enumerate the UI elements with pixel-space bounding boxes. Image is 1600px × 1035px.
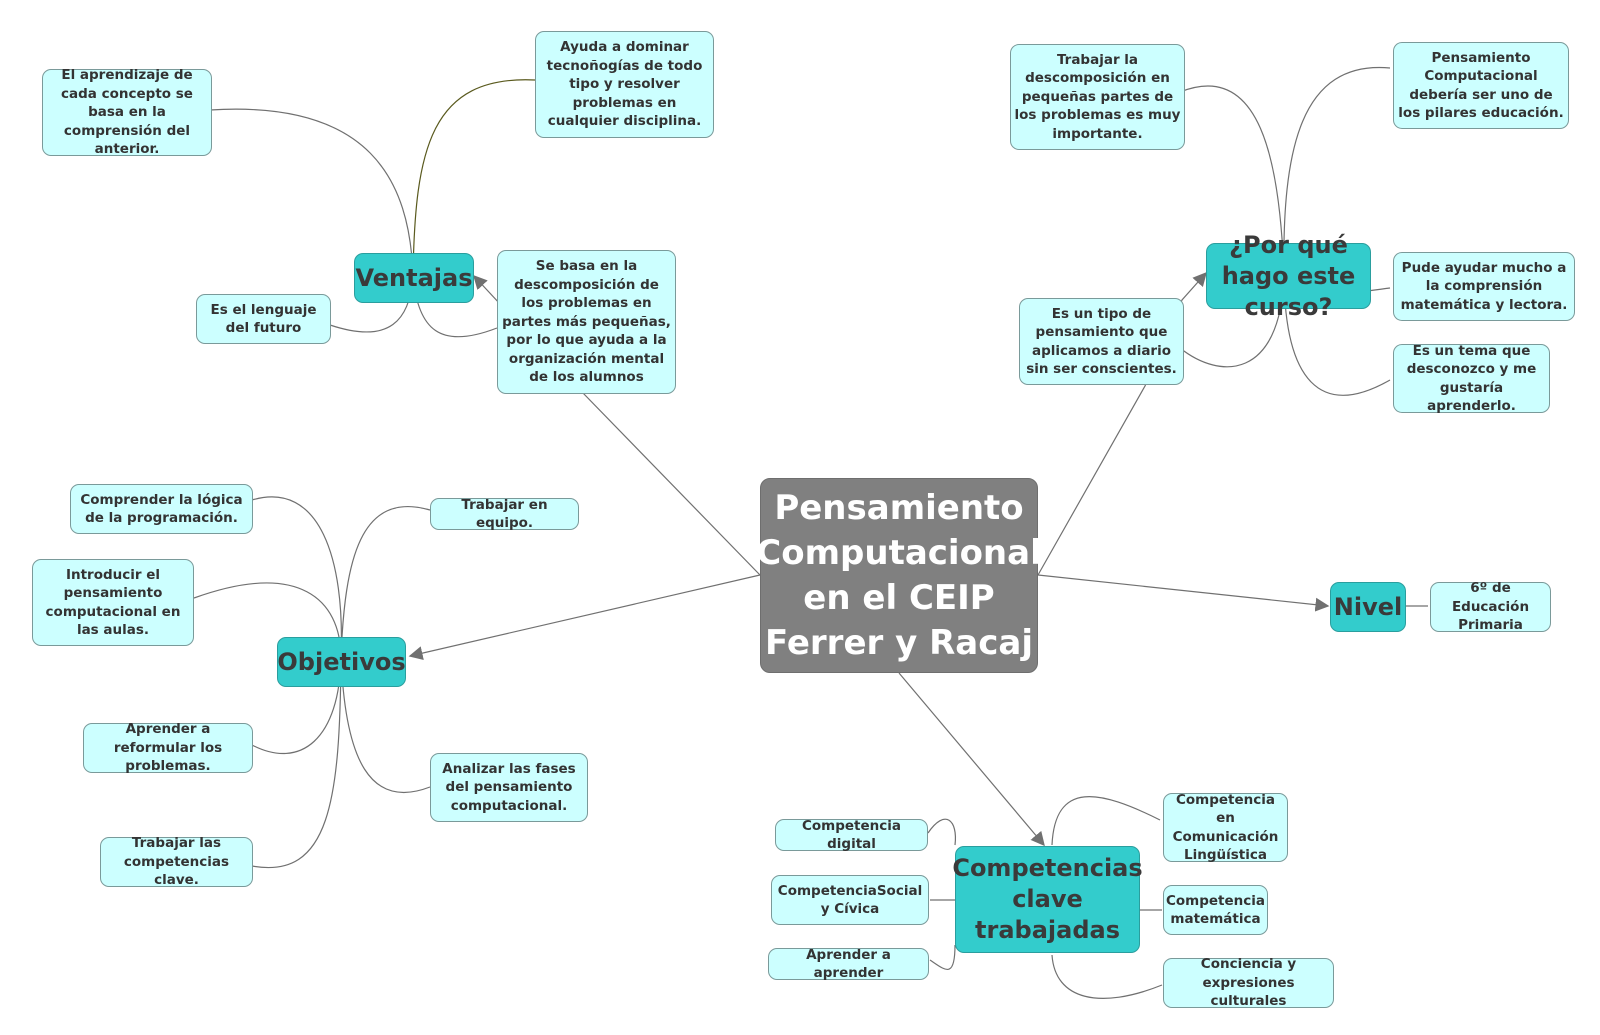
link-comp-digital <box>927 818 957 846</box>
link-porque-pilares <box>1283 66 1391 277</box>
competencias-item-comunicacion-text: Competencia en Comunicación Lingüística <box>1172 791 1279 864</box>
porque-item-pilares[interactable]: Pensamiento Computacional debería ser un… <box>1393 42 1569 129</box>
porque-item-trabajar[interactable]: Trabajar la descomposición en pequeñas p… <box>1010 44 1185 150</box>
ventajas-item-ayuda[interactable]: Ayuda a dominar tecnoñogías de todo tipo… <box>535 31 714 138</box>
competencias-item-digital-text: Competencia digital <box>801 817 902 853</box>
link-objetivos-equipo <box>340 505 431 657</box>
link-central-competencias <box>898 672 1045 847</box>
main-topic-ventajas[interactable]: Ventajas <box>354 253 474 303</box>
competencias-item-conciencia-text: Conciencia y expresiones culturales <box>1200 956 1297 1010</box>
main-topic-competencias[interactable]: Competencias clave trabajadas <box>952 846 1143 953</box>
ventajas-item-lenguaje-text: Es el lenguaje del futuro <box>210 301 317 337</box>
objetivos-item-logica[interactable]: Comprender la lógica de la programación. <box>70 484 253 534</box>
objetivos-item-trabajar[interactable]: Trabajar las competencias clave. <box>100 835 253 889</box>
link-porque-tipo <box>1179 275 1285 368</box>
link-comp-aprender <box>929 944 956 970</box>
ventajas-item-descomposicion[interactable]: Se basa en la descomposición de los prob… <box>497 250 676 394</box>
link-ventajas-ayuda <box>412 79 536 277</box>
competencias-title: Competencias clave trabajadas <box>952 854 1143 944</box>
competencias-item-digital[interactable]: Competencia digital <box>775 817 928 853</box>
competencias-item-social-text: CompetenciaSocial y Cívica <box>777 882 923 918</box>
central-topic[interactable]: Pensamiento Computacional en el CEIP Fer… <box>756 478 1042 673</box>
objetivos-item-equipo-text: Trabajar en equipo. <box>461 496 548 532</box>
main-topic-objetivos[interactable]: Objetivos <box>277 637 406 687</box>
objetivos-item-reformular-text: Aprender a reformular los problemas. <box>113 721 223 775</box>
objetivos-item-trabajar-text: Trabajar las competencias clave. <box>123 835 230 889</box>
ventajas-title: Ventajas <box>355 263 473 292</box>
porque-item-tipo-text: Es un tipo de pensamiento que aplicamos … <box>1026 305 1177 378</box>
link-porque-trabajar <box>1179 85 1285 277</box>
ventajas-item-descomposicion-text: Se basa en la descomposición de los prob… <box>502 258 671 386</box>
link-central-nivel <box>1037 574 1330 612</box>
competencias-item-social[interactable]: CompetenciaSocial y Cívica <box>771 875 929 925</box>
competencias-item-comunicacion[interactable]: Competencia en Comunicación Lingüística <box>1163 791 1288 864</box>
main-topic-porque[interactable]: ¿Por qué hago este curso? <box>1206 231 1371 321</box>
porque-item-tema[interactable]: Es un tema que desconozco y me gustaría … <box>1393 342 1550 415</box>
link-central-objetivos <box>408 574 761 660</box>
objetivos-title: Objetivos <box>277 647 406 676</box>
objetivos-item-equipo[interactable]: Trabajar en equipo. <box>430 496 579 532</box>
porque-item-comprension[interactable]: Pude ayudar mucho a la comprensión matem… <box>1393 252 1575 321</box>
porque-item-trabajar-text: Trabajar la descomposición en pequeñas p… <box>1014 51 1181 142</box>
nivel-title: Nivel <box>1333 592 1403 621</box>
link-objetivos-analizar <box>340 655 431 793</box>
main-topic-nivel[interactable]: Nivel <box>1330 582 1406 632</box>
objetivos-item-analizar[interactable]: Analizar las fases del pensamiento compu… <box>430 753 588 822</box>
competencias-item-matematica-text: Competencia matemática <box>1165 892 1266 928</box>
nivel-item-educacion-text: 6º de Educación Primaria <box>1451 580 1530 634</box>
link-porque-tema <box>1283 275 1391 396</box>
porque-title: ¿Por qué hago este curso? <box>1221 230 1356 321</box>
porque-item-tipo[interactable]: Es un tipo de pensamiento que aplicamos … <box>1019 298 1184 385</box>
link-comp-conciencia <box>1051 954 1163 999</box>
objetivos-item-introducir-text: Introducir el pensamiento computacional … <box>45 566 181 639</box>
objetivos-item-logica-text: Comprender la lógica de la programación. <box>80 491 243 527</box>
nivel-item-educacion[interactable]: 6º de Educación Primaria <box>1430 580 1551 634</box>
ventajas-item-lenguaje[interactable]: Es el lenguaje del futuro <box>196 294 331 344</box>
link-objetivos-logica <box>251 496 343 657</box>
link-ventajas-aprendizaje <box>209 108 414 277</box>
link-objetivos-introducir <box>193 582 342 657</box>
ventajas-item-ayuda-text: Ayuda a dominar tecnoñogías de todo tipo… <box>546 39 703 130</box>
link-comp-comunicacion <box>1051 796 1161 846</box>
competencias-item-matematica[interactable]: Competencia matemática <box>1163 885 1268 935</box>
competencias-item-aprender[interactable]: Aprender a aprender <box>768 946 929 982</box>
link-objetivos-trabajar <box>251 655 342 869</box>
porque-item-comprension-text: Pude ayudar mucho a la comprensión matem… <box>1400 259 1568 313</box>
competencias-item-aprender-text: Aprender a aprender <box>806 946 891 982</box>
objetivos-item-introducir[interactable]: Introducir el pensamiento computacional … <box>32 559 194 646</box>
central-topic-text: Pensamiento Computacional en el CEIP Fer… <box>756 487 1042 663</box>
ventajas-item-aprendizaje-text: El aprendizaje de cada concepto se basa … <box>61 67 193 158</box>
porque-item-tema-text: Es un tema que desconozco y me gustaría … <box>1406 342 1537 415</box>
competencias-item-conciencia[interactable]: Conciencia y expresiones culturales <box>1163 956 1334 1010</box>
objetivos-item-reformular[interactable]: Aprender a reformular los problemas. <box>83 721 253 775</box>
porque-item-pilares-text: Pensamiento Computacional debería ser un… <box>1398 49 1564 122</box>
ventajas-item-aprendizaje[interactable]: El aprendizaje de cada concepto se basa … <box>42 67 212 158</box>
objetivos-item-analizar-text: Analizar las fases del pensamiento compu… <box>442 760 576 814</box>
